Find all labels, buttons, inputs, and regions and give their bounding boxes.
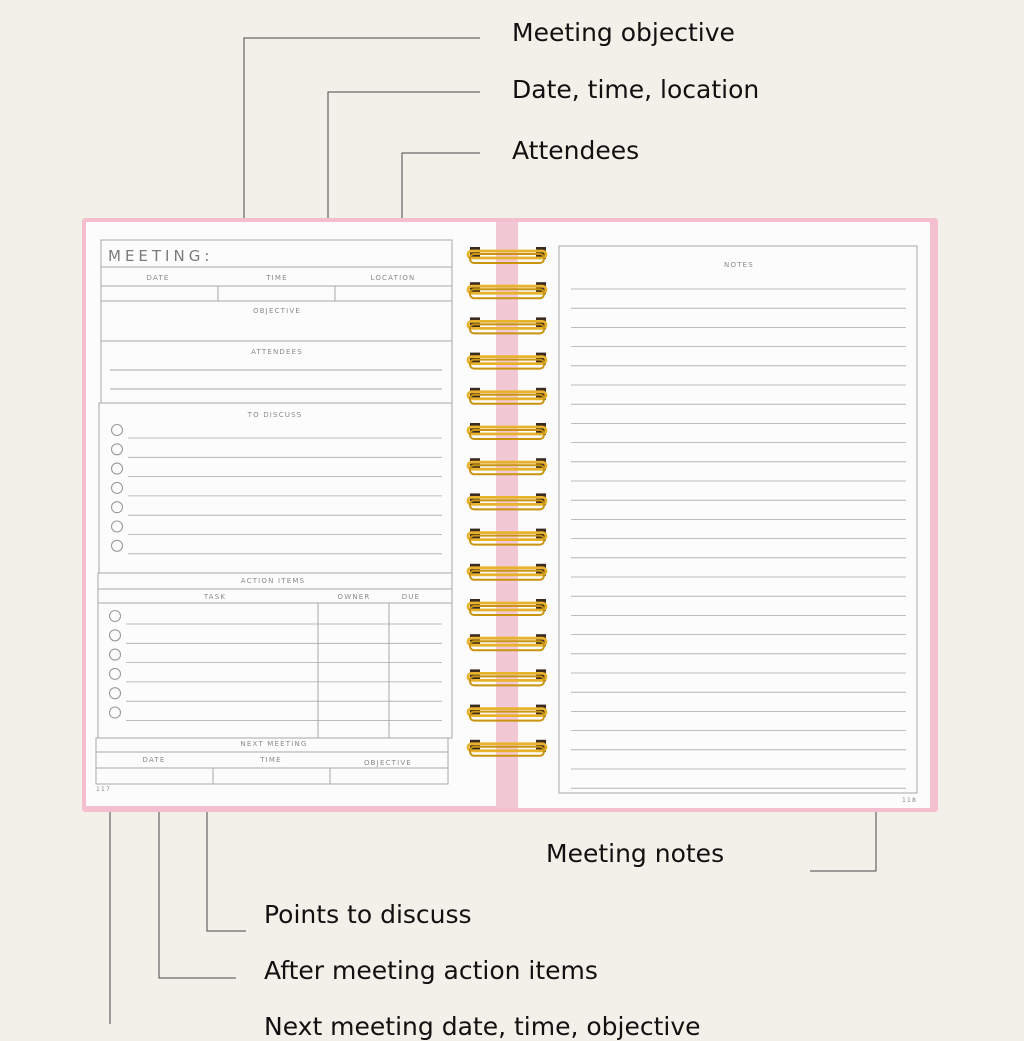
coil-loop [466,355,548,366]
checkbox-circle [108,706,122,719]
label-time: TIME [265,274,288,282]
coil-loop [469,464,545,476]
coil-loop [469,429,545,440]
coil-loop [466,566,548,577]
coil-loop [469,605,545,616]
right-page-number: 118 [902,797,917,804]
label-next-time: TIME [259,756,282,764]
checkbox-circle [108,609,122,623]
coil-hole [536,599,546,611]
checkbox-circle [110,481,124,494]
coil-loop [466,636,548,647]
label-objective: OBJECTIVE [253,307,301,315]
coil-loop [469,534,545,546]
checkbox-circle [110,423,124,437]
coil-loop [469,569,545,581]
left-page-number: 117 [96,786,111,793]
coil-hole [536,387,546,400]
meeting-form [95,239,453,785]
coil-loop [466,284,548,295]
checkbox-circle [110,501,124,514]
to-discuss-rows [110,423,442,555]
checkbox-circle [110,443,124,456]
label-task: TASK [203,593,226,601]
coil-hole [536,669,546,682]
coil-loop [466,460,548,471]
coil-loop [469,710,545,722]
callout-date-time-location: Date, time, location [512,75,760,104]
label-next-meeting: NEXT MEETING [240,740,307,748]
coil-loop [469,358,545,370]
checkbox-circle [108,629,122,642]
coil-hole [536,282,546,295]
coil-loop [469,253,545,264]
coil-hole [536,317,546,330]
label-date: DATE [146,274,169,282]
callout-action-items: After meeting action items [264,956,598,985]
coil-loop [466,249,548,260]
coil-loop [466,531,548,541]
form-title: MEETING: [108,247,213,265]
coil-hole [536,704,546,717]
label-owner: OWNER [338,593,371,601]
checkbox-circle [108,648,122,661]
coil-loop [466,707,548,717]
coil-hole [536,458,546,471]
coil-hole [536,528,546,541]
checkbox-circle [110,520,124,533]
label-location: LOCATION [371,274,416,282]
label-notes: NOTES [724,261,754,269]
coil-hole [536,739,546,752]
label-to-discuss: TO DISCUSS [247,411,303,419]
coil-hole [536,352,546,365]
checkbox-circle [108,667,122,680]
checkbox-circle [108,687,122,700]
notes-box [558,245,918,794]
checkbox-circle [110,462,124,475]
coil-loop [466,390,548,401]
coil-hole [536,563,546,576]
coil-hole [536,493,546,506]
label-attendees: ATTENDEES [251,348,303,356]
coil-loop [469,393,545,405]
label-next-date: DATE [142,756,165,764]
coil-loop [469,675,545,687]
action-item-rows [108,609,442,721]
coil-loop [466,495,548,506]
label-action-items: ACTION ITEMS [241,577,306,585]
notes-lines [571,288,906,789]
coil-loop [466,319,548,330]
spiral-binding [466,247,548,757]
coil-hole [536,634,546,647]
callout-next-meeting: Next meeting date, time, objective [264,1012,701,1041]
coil-hole [536,423,546,435]
coil-loop [469,745,545,757]
coil-hole [536,247,546,259]
coil-loop [466,672,548,682]
coil-loop [469,499,545,511]
callout-attendees: Attendees [512,136,640,165]
coil-loop [466,601,548,612]
callout-meeting-objective: Meeting objective [512,18,735,47]
right-page [518,222,930,808]
coil-loop [469,323,545,335]
coil-loop [466,425,548,436]
checkbox-circle [110,539,124,552]
label-due: DUE [402,593,421,601]
callout-points-to-discuss: Points to discuss [264,900,472,929]
coil-loop [469,288,545,300]
callout-meeting-notes: Meeting notes [546,839,725,868]
left-page [86,222,496,806]
coil-loop [466,742,548,753]
label-next-objective: OBJECTIVE [364,759,412,767]
coil-loop [469,640,545,652]
